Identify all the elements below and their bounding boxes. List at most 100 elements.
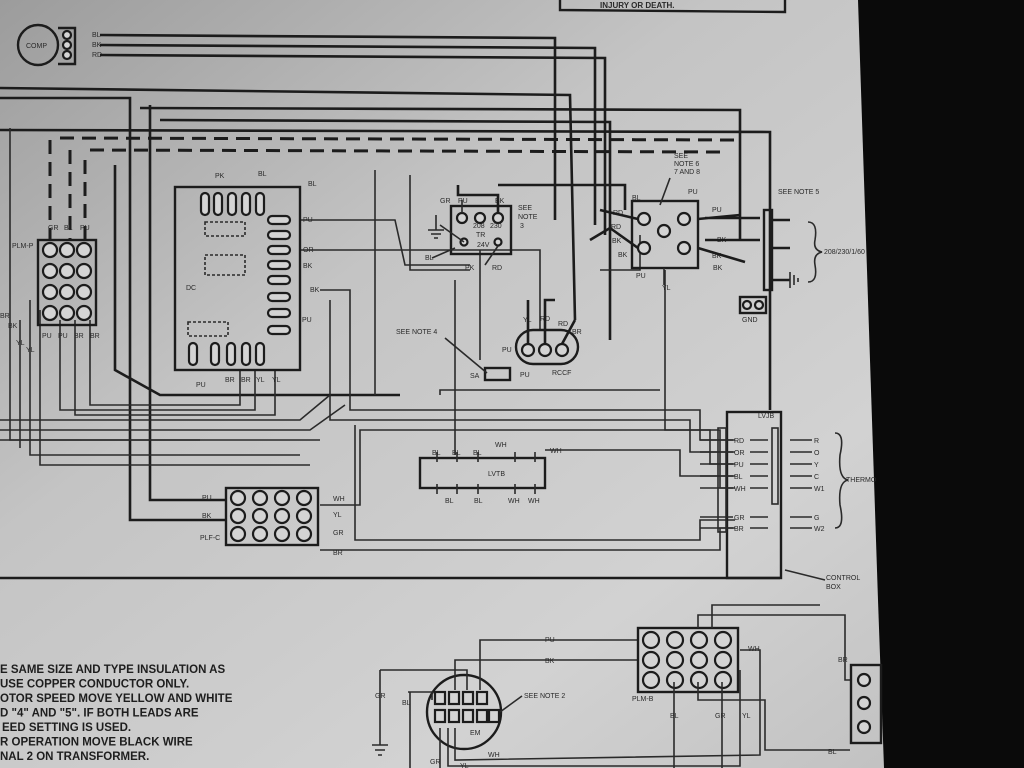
plm-p-connector: PLM-P GR BL PU PU PU BR BR BR BK YL YL bbox=[0, 225, 100, 354]
wire-label: YL bbox=[742, 713, 751, 720]
low-voltage-terminal-block: LVTB BL BL BL WH WH BL BL WH WH bbox=[418, 442, 562, 505]
wire-label: BL bbox=[474, 498, 483, 505]
note-line: OTOR SPEED MOVE YELLOW AND WHITE bbox=[0, 693, 233, 705]
wire-label: BR bbox=[838, 657, 848, 664]
wire-label: BL bbox=[445, 498, 454, 505]
em-pin bbox=[461, 690, 475, 706]
wire-label: YL bbox=[256, 377, 265, 384]
ground-icon bbox=[372, 670, 388, 756]
note-ref: NOTE 6 bbox=[674, 161, 699, 168]
wire-label: BL bbox=[402, 700, 411, 707]
wire-label: BR bbox=[572, 329, 582, 336]
wire-label: PU bbox=[42, 333, 52, 340]
wire-label: BK bbox=[92, 42, 102, 49]
thermostat-terminal-label: R bbox=[814, 438, 819, 445]
wire-label: PU bbox=[688, 189, 698, 196]
wire-label: GR bbox=[48, 225, 59, 232]
wire-label: RD bbox=[92, 52, 102, 59]
wire-label: WH bbox=[748, 646, 760, 653]
connector-pin bbox=[251, 525, 269, 543]
connector-pin bbox=[58, 241, 76, 259]
dc-pin bbox=[266, 229, 292, 241]
wire-label: YL bbox=[16, 340, 25, 347]
jumper bbox=[187, 321, 229, 337]
wire-label: WH bbox=[488, 752, 500, 759]
ground-icon bbox=[789, 272, 799, 288]
rccf-label: RCCF bbox=[552, 370, 571, 377]
connector-pin bbox=[41, 262, 59, 280]
thermostat-terminal-label: C bbox=[814, 474, 819, 481]
wire-label: PU bbox=[502, 347, 512, 354]
wire-label: OR bbox=[303, 247, 314, 254]
note-line: E SAME SIZE AND TYPE INSULATION AS bbox=[0, 664, 225, 676]
wire-label: BK bbox=[545, 658, 555, 665]
plf-c-label: PLF-C bbox=[200, 535, 220, 542]
wire-label: PU bbox=[712, 207, 722, 214]
connector-pin bbox=[295, 525, 313, 543]
thermostat-label: THERMO bbox=[846, 477, 877, 484]
thermostat-terminal-label: Y bbox=[814, 462, 819, 469]
plm-p-label: PLM-P bbox=[12, 243, 34, 250]
connector-pin bbox=[641, 670, 661, 690]
warning-banner: INJURY OR DEATH. bbox=[558, 0, 787, 14]
control-box-label: BOX bbox=[826, 584, 841, 591]
connector-pin bbox=[251, 489, 269, 507]
wire-label: BL bbox=[452, 450, 461, 457]
connector-pin bbox=[75, 241, 93, 259]
lvjb-terminal-label: WH bbox=[734, 486, 746, 493]
wire-label: PU bbox=[302, 317, 312, 324]
dc-pin bbox=[266, 324, 292, 336]
dc-pin bbox=[266, 244, 292, 256]
wire-label: BK bbox=[202, 513, 212, 520]
note-line: NAL 2 ON TRANSFORMER. bbox=[0, 751, 149, 763]
dc-label: DC bbox=[186, 285, 196, 292]
comp-label: COMP bbox=[26, 43, 47, 50]
note-line: USE COPPER CONDUCTOR ONLY. bbox=[0, 679, 189, 691]
dc-pin bbox=[266, 291, 292, 303]
connector-pin bbox=[665, 670, 685, 690]
connector-pin bbox=[689, 650, 709, 670]
wire-label: BR bbox=[241, 377, 251, 384]
plm-b-label: PLM-B bbox=[632, 696, 654, 703]
plm-b-connector: PLM-B PU BK WH BL GR YL BR BL bbox=[545, 604, 883, 768]
lvjb-terminal-label: BL bbox=[734, 474, 743, 481]
thermostat-terminal-label: G bbox=[814, 515, 819, 522]
wire-label: BL bbox=[432, 450, 441, 457]
wire-label: SA bbox=[470, 373, 480, 380]
note-ref: NOTE bbox=[518, 214, 538, 221]
dc-pin bbox=[226, 191, 238, 217]
dc-pin bbox=[240, 341, 252, 367]
note-line: EED SETTING IS USED. bbox=[2, 722, 131, 734]
connector-pin bbox=[665, 650, 685, 670]
connector-pin bbox=[229, 507, 247, 525]
wire-label: YL bbox=[460, 763, 469, 768]
power-supply: SEE NOTE 5 208/230/1/60 GND bbox=[738, 189, 865, 324]
wire-label: BK bbox=[712, 253, 722, 260]
connector-pin bbox=[75, 262, 93, 280]
ground-icon bbox=[428, 215, 444, 239]
run-capacitor: RCCF YL RD RD BR PU PU SA SEE NOTE 4 bbox=[396, 298, 582, 382]
connector-pin bbox=[713, 650, 733, 670]
dc-pin bbox=[212, 191, 224, 217]
tr-label: TR bbox=[476, 232, 485, 239]
wire-label: BK bbox=[612, 238, 622, 245]
connector-pin bbox=[75, 283, 93, 301]
em-pin bbox=[475, 690, 489, 706]
wire-label: PU bbox=[80, 225, 90, 232]
wire-label: BL bbox=[64, 225, 73, 232]
dc-pin bbox=[225, 341, 237, 367]
wire-label: BK bbox=[713, 265, 723, 272]
wire-label: PU bbox=[520, 372, 530, 379]
wire-label: BL bbox=[92, 32, 101, 39]
wire-label: BL bbox=[828, 749, 837, 756]
wire-label: WH bbox=[508, 498, 520, 505]
em-pin bbox=[475, 708, 489, 724]
transformer: TR 24V 208 230 GR PU BK BL PK RD SEE NOT… bbox=[425, 183, 627, 272]
wire-label: GR bbox=[440, 198, 451, 205]
connector-pin bbox=[41, 283, 59, 301]
wire-label: RD bbox=[611, 224, 621, 231]
wire-label: GR bbox=[375, 693, 386, 700]
note-line: R OPERATION MOVE BLACK WIRE bbox=[0, 737, 193, 749]
em-pin bbox=[487, 708, 501, 724]
